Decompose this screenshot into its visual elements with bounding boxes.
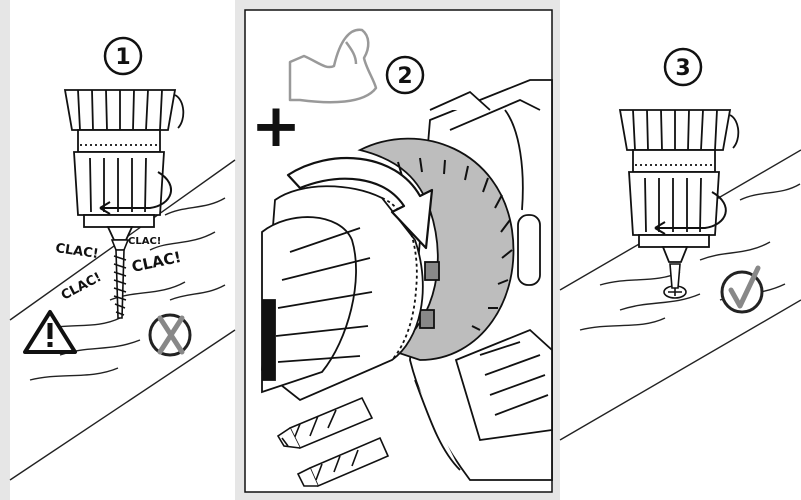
step-number-2: 2 xyxy=(397,64,412,89)
drill-chuck-front xyxy=(261,185,424,402)
check-mark-icon xyxy=(720,265,764,314)
step-number-3: 3 xyxy=(675,56,690,81)
panel-step-3: 3 xyxy=(559,0,801,500)
drill-chuck-right xyxy=(618,109,740,263)
rotation-arrow-left xyxy=(99,171,172,215)
drill-chuck-left xyxy=(63,89,185,241)
screw-left xyxy=(110,239,130,319)
rotation-arrow-right xyxy=(654,191,727,235)
clac-sound-1: CLAC! xyxy=(54,241,99,262)
flexed-arm-icon xyxy=(288,28,378,104)
warning-icon xyxy=(23,310,77,354)
panel-step-1: CLAC! CLAC! CLAC! CLAC! 1 xyxy=(9,0,236,500)
plus-sign: + xyxy=(251,91,301,161)
wood-plank-right xyxy=(559,149,801,441)
clac-sound-2: CLAC! xyxy=(128,236,161,247)
step-badge-2: 2 xyxy=(385,55,425,95)
step-badge-1: 1 xyxy=(103,36,143,76)
step-badge-3: 3 xyxy=(663,47,703,87)
rotation-arrow-middle xyxy=(286,157,434,250)
panel-step-2: + 2 xyxy=(244,9,553,493)
screw-flush-right xyxy=(663,263,687,299)
phillips-bit-icon xyxy=(276,396,374,450)
step-number-1: 1 xyxy=(115,45,130,70)
cross-mark-icon xyxy=(148,313,192,357)
flat-bit-icon xyxy=(296,436,390,488)
